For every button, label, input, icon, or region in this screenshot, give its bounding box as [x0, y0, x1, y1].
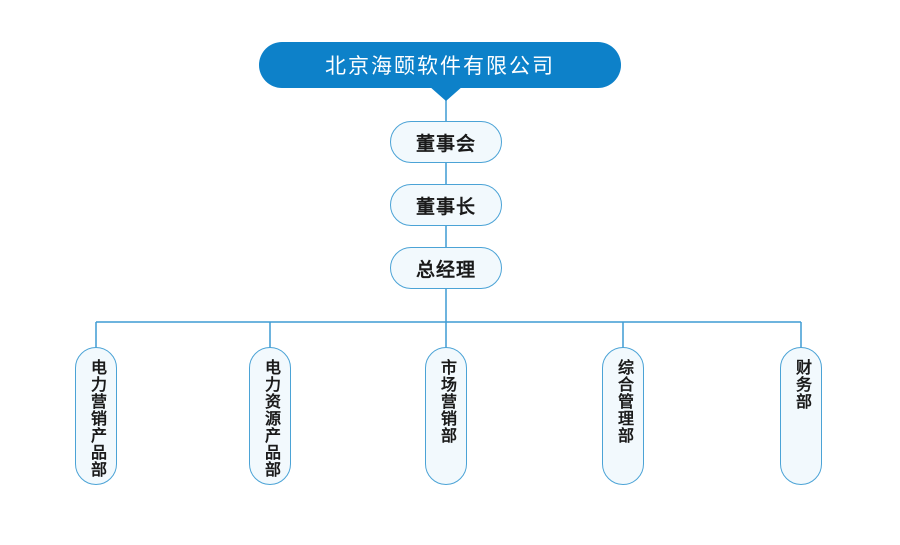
dept-label: 电力资源产品部	[262, 359, 279, 478]
node-chairman-label: 董事长	[415, 196, 476, 218]
dept-node-power-resources-products: 电力资源产品部	[249, 347, 291, 485]
dept-label: 综合管理部	[615, 359, 632, 444]
dept-node-general-management: 综合管理部	[602, 347, 644, 485]
dept-node-finance: 财务部	[780, 347, 822, 485]
dept-label: 电力营销产品部	[88, 359, 105, 478]
dept-label: 财务部	[793, 359, 810, 410]
company-name: 北京海颐软件有限公司	[325, 55, 555, 78]
dept-label: 市场营销部	[438, 359, 455, 444]
company-node: 北京海颐软件有限公司	[259, 42, 621, 88]
node-board: 董事会	[390, 121, 502, 163]
dept-node-power-marketing-products: 电力营销产品部	[75, 347, 117, 485]
node-general-manager-label: 总经理	[415, 259, 476, 281]
company-node-tail	[429, 86, 463, 101]
node-board-label: 董事会	[415, 133, 476, 155]
dept-node-marketing: 市场营销部	[425, 347, 467, 485]
node-general-manager: 总经理	[390, 247, 502, 289]
node-chairman: 董事长	[390, 184, 502, 226]
